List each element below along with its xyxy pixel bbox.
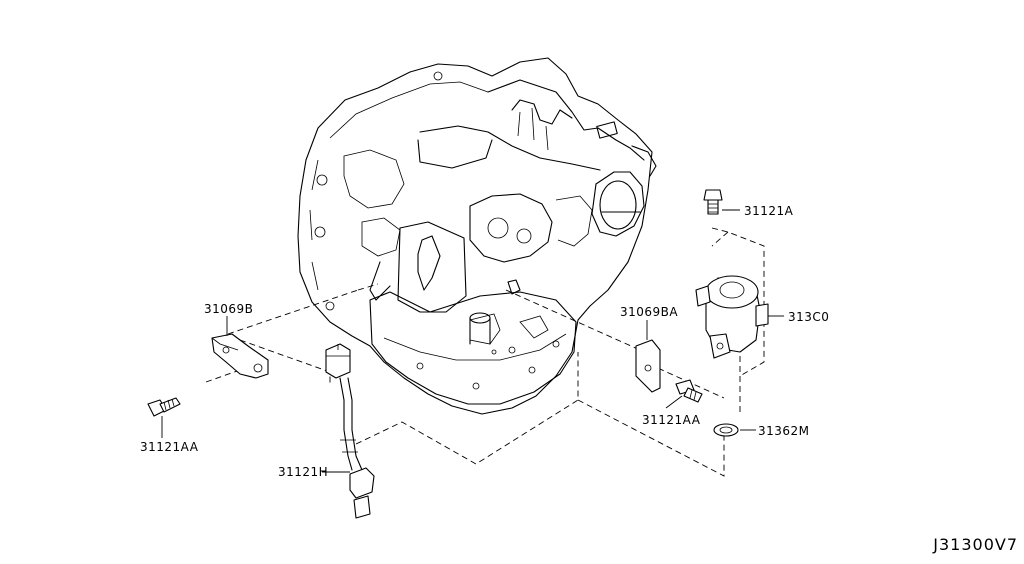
label-bolt-right: 31121AA — [642, 413, 701, 427]
bolt-left — [147, 397, 181, 417]
label-harness: 31121H — [278, 465, 329, 479]
label-bracket-right: 31069BA — [620, 305, 679, 319]
label-bolt-left: 31121AA — [140, 440, 199, 454]
transmission-assembly — [297, 57, 657, 415]
bolt-right — [675, 379, 703, 403]
diagram-id: J31300V7 — [933, 535, 1018, 554]
solenoid-unit — [695, 275, 769, 359]
bolt-top — [703, 189, 723, 215]
label-bolt-top: 31121A — [744, 204, 794, 218]
leader-lines — [161, 209, 784, 473]
washer — [713, 423, 739, 437]
assembly-dashed-lines — [205, 227, 765, 477]
label-washer: 31362M — [758, 424, 810, 438]
bracket-right — [635, 339, 661, 393]
label-bracket-left: 31069B — [204, 302, 254, 316]
bracket-left — [211, 333, 269, 379]
label-solenoid-unit: 313C0 — [788, 310, 830, 324]
wiring-harness — [325, 343, 375, 519]
